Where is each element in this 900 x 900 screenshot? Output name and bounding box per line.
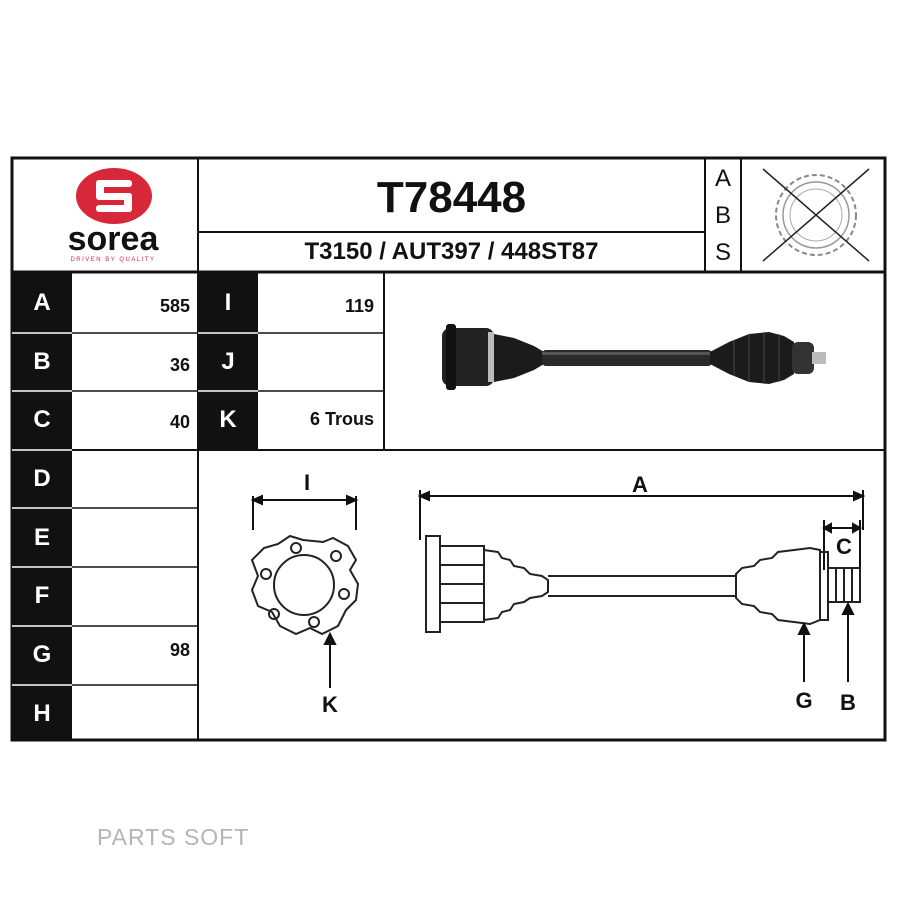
abs-letter-s: S <box>714 239 731 266</box>
dim-label-b: B <box>840 690 856 715</box>
spec-key-a: A <box>33 289 51 316</box>
dim-label-g: G <box>795 688 812 713</box>
spec-key-e: E <box>33 524 50 551</box>
watermark: PARTS SOFT <box>97 824 250 850</box>
spec-key-k: K <box>219 406 237 433</box>
spec-key-b: B <box>33 348 51 375</box>
dim-label-c: C <box>836 534 852 559</box>
dim-label-k: K <box>322 692 338 717</box>
brand-name: sorea <box>67 220 159 258</box>
spec-key-h: H <box>33 700 51 727</box>
spec-value-k: 6 Trous <box>309 409 374 429</box>
spec-key-i: I <box>224 289 232 316</box>
spec-key-f: F <box>34 582 50 609</box>
spec-key-c: C <box>33 406 51 433</box>
dim-label-a: A <box>632 472 648 497</box>
abs-letter-a: A <box>714 165 731 192</box>
drive-shaft-technical-drawing: I K A C <box>250 470 866 717</box>
spec-key-j: J <box>221 348 235 375</box>
flange-6-holes-drawing <box>250 534 360 636</box>
spec-key-g: G <box>32 641 52 668</box>
spec-value-a: 585 <box>159 296 190 316</box>
spec-value-b: 36 <box>169 355 190 375</box>
dim-label-i: I <box>304 470 310 495</box>
brand-tagline: DRIVEN BY QUALITY <box>70 257 156 263</box>
spec-key-d: D <box>33 465 51 492</box>
abs-letter-b: B <box>714 202 731 229</box>
abs-ring-crossed-icon <box>762 168 870 262</box>
spec-value-i: 119 <box>344 296 374 316</box>
sorea-logo <box>76 168 152 224</box>
part-number: T78448 <box>376 173 527 222</box>
spec-value-g: 98 <box>169 640 190 660</box>
spec-value-c: 40 <box>169 412 190 432</box>
drive-shaft-photo <box>442 324 826 390</box>
cross-references: T3150 / AUT397 / 448ST87 <box>304 238 599 265</box>
abs-letters: A B S <box>705 160 741 271</box>
